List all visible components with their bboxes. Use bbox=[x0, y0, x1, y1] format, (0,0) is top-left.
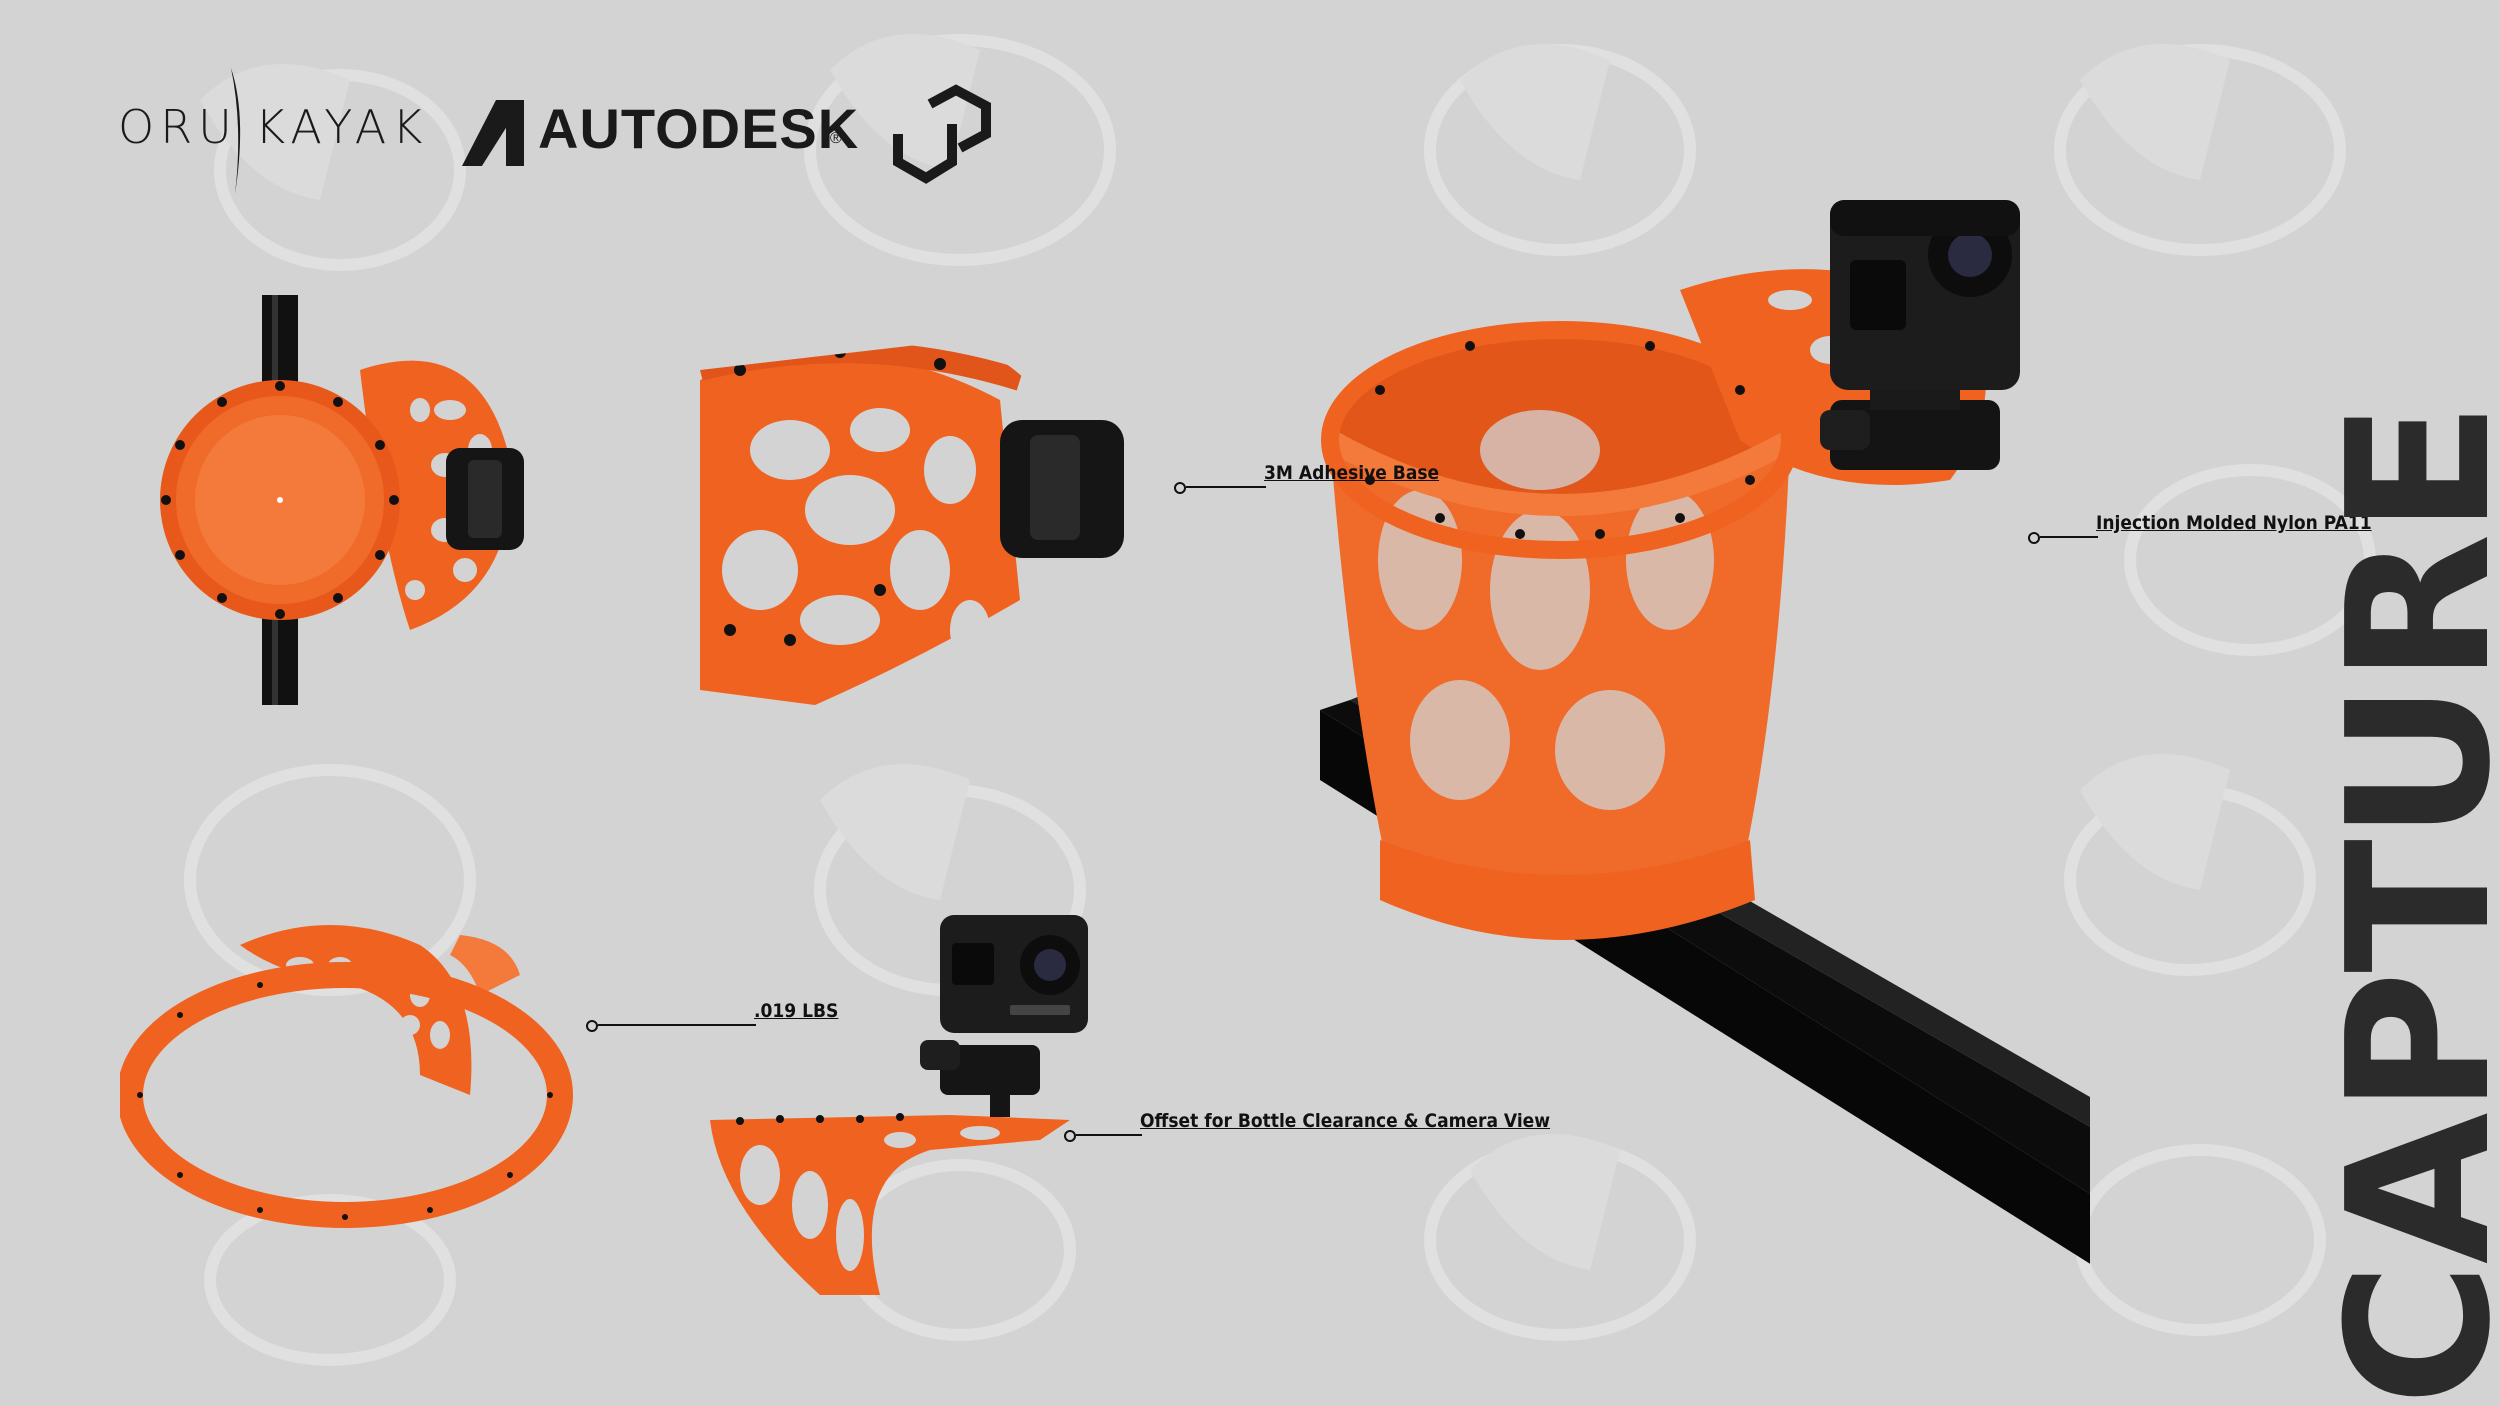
callout-dot bbox=[586, 1020, 598, 1032]
callout-line bbox=[1076, 1134, 1142, 1136]
side-view-render bbox=[710, 915, 1088, 1295]
capture-title: CAPTURE bbox=[2306, 403, 2500, 1406]
callout-weight-label: .019 LBS bbox=[754, 1000, 839, 1022]
callout-line bbox=[1186, 486, 1266, 488]
callout-adhesive-label: 3M Adhesive Base bbox=[1264, 462, 1440, 484]
callout-nylon: Injection Molded Nylon PA11 bbox=[2028, 512, 2372, 544]
callout-dot bbox=[1174, 482, 1186, 494]
kayak-logo-text: KAYAK bbox=[255, 100, 429, 154]
callout-offset: Offset for Bottle Clearance & Camera Vie… bbox=[1064, 1110, 1551, 1142]
registered-mark: ® bbox=[830, 130, 842, 147]
top-view-render bbox=[160, 295, 524, 705]
oru-divider-mark bbox=[231, 68, 241, 194]
callout-adhesive-base: 3M Adhesive Base bbox=[1174, 462, 1440, 494]
callout-line bbox=[2040, 536, 2098, 538]
camera-icon bbox=[940, 915, 1088, 1033]
callout-dot bbox=[1064, 1130, 1076, 1142]
ring-render bbox=[120, 925, 573, 1228]
callout-weight: .019 LBS bbox=[586, 1000, 839, 1032]
callout-dot bbox=[2028, 532, 2040, 544]
closeup-render bbox=[700, 341, 1124, 720]
callout-nylon-label: Injection Molded Nylon PA11 bbox=[2096, 512, 2372, 534]
callout-line bbox=[598, 1024, 756, 1026]
main-render bbox=[1320, 200, 2090, 1264]
autodesk-icon bbox=[462, 100, 524, 166]
oru-logo-text: ORU bbox=[118, 100, 238, 154]
autodesk-logo-text: AUTODESK bbox=[538, 97, 860, 160]
hexagon-logo-icon bbox=[893, 84, 991, 184]
callout-offset-label: Offset for Bottle Clearance & Camera Vie… bbox=[1140, 1110, 1551, 1132]
